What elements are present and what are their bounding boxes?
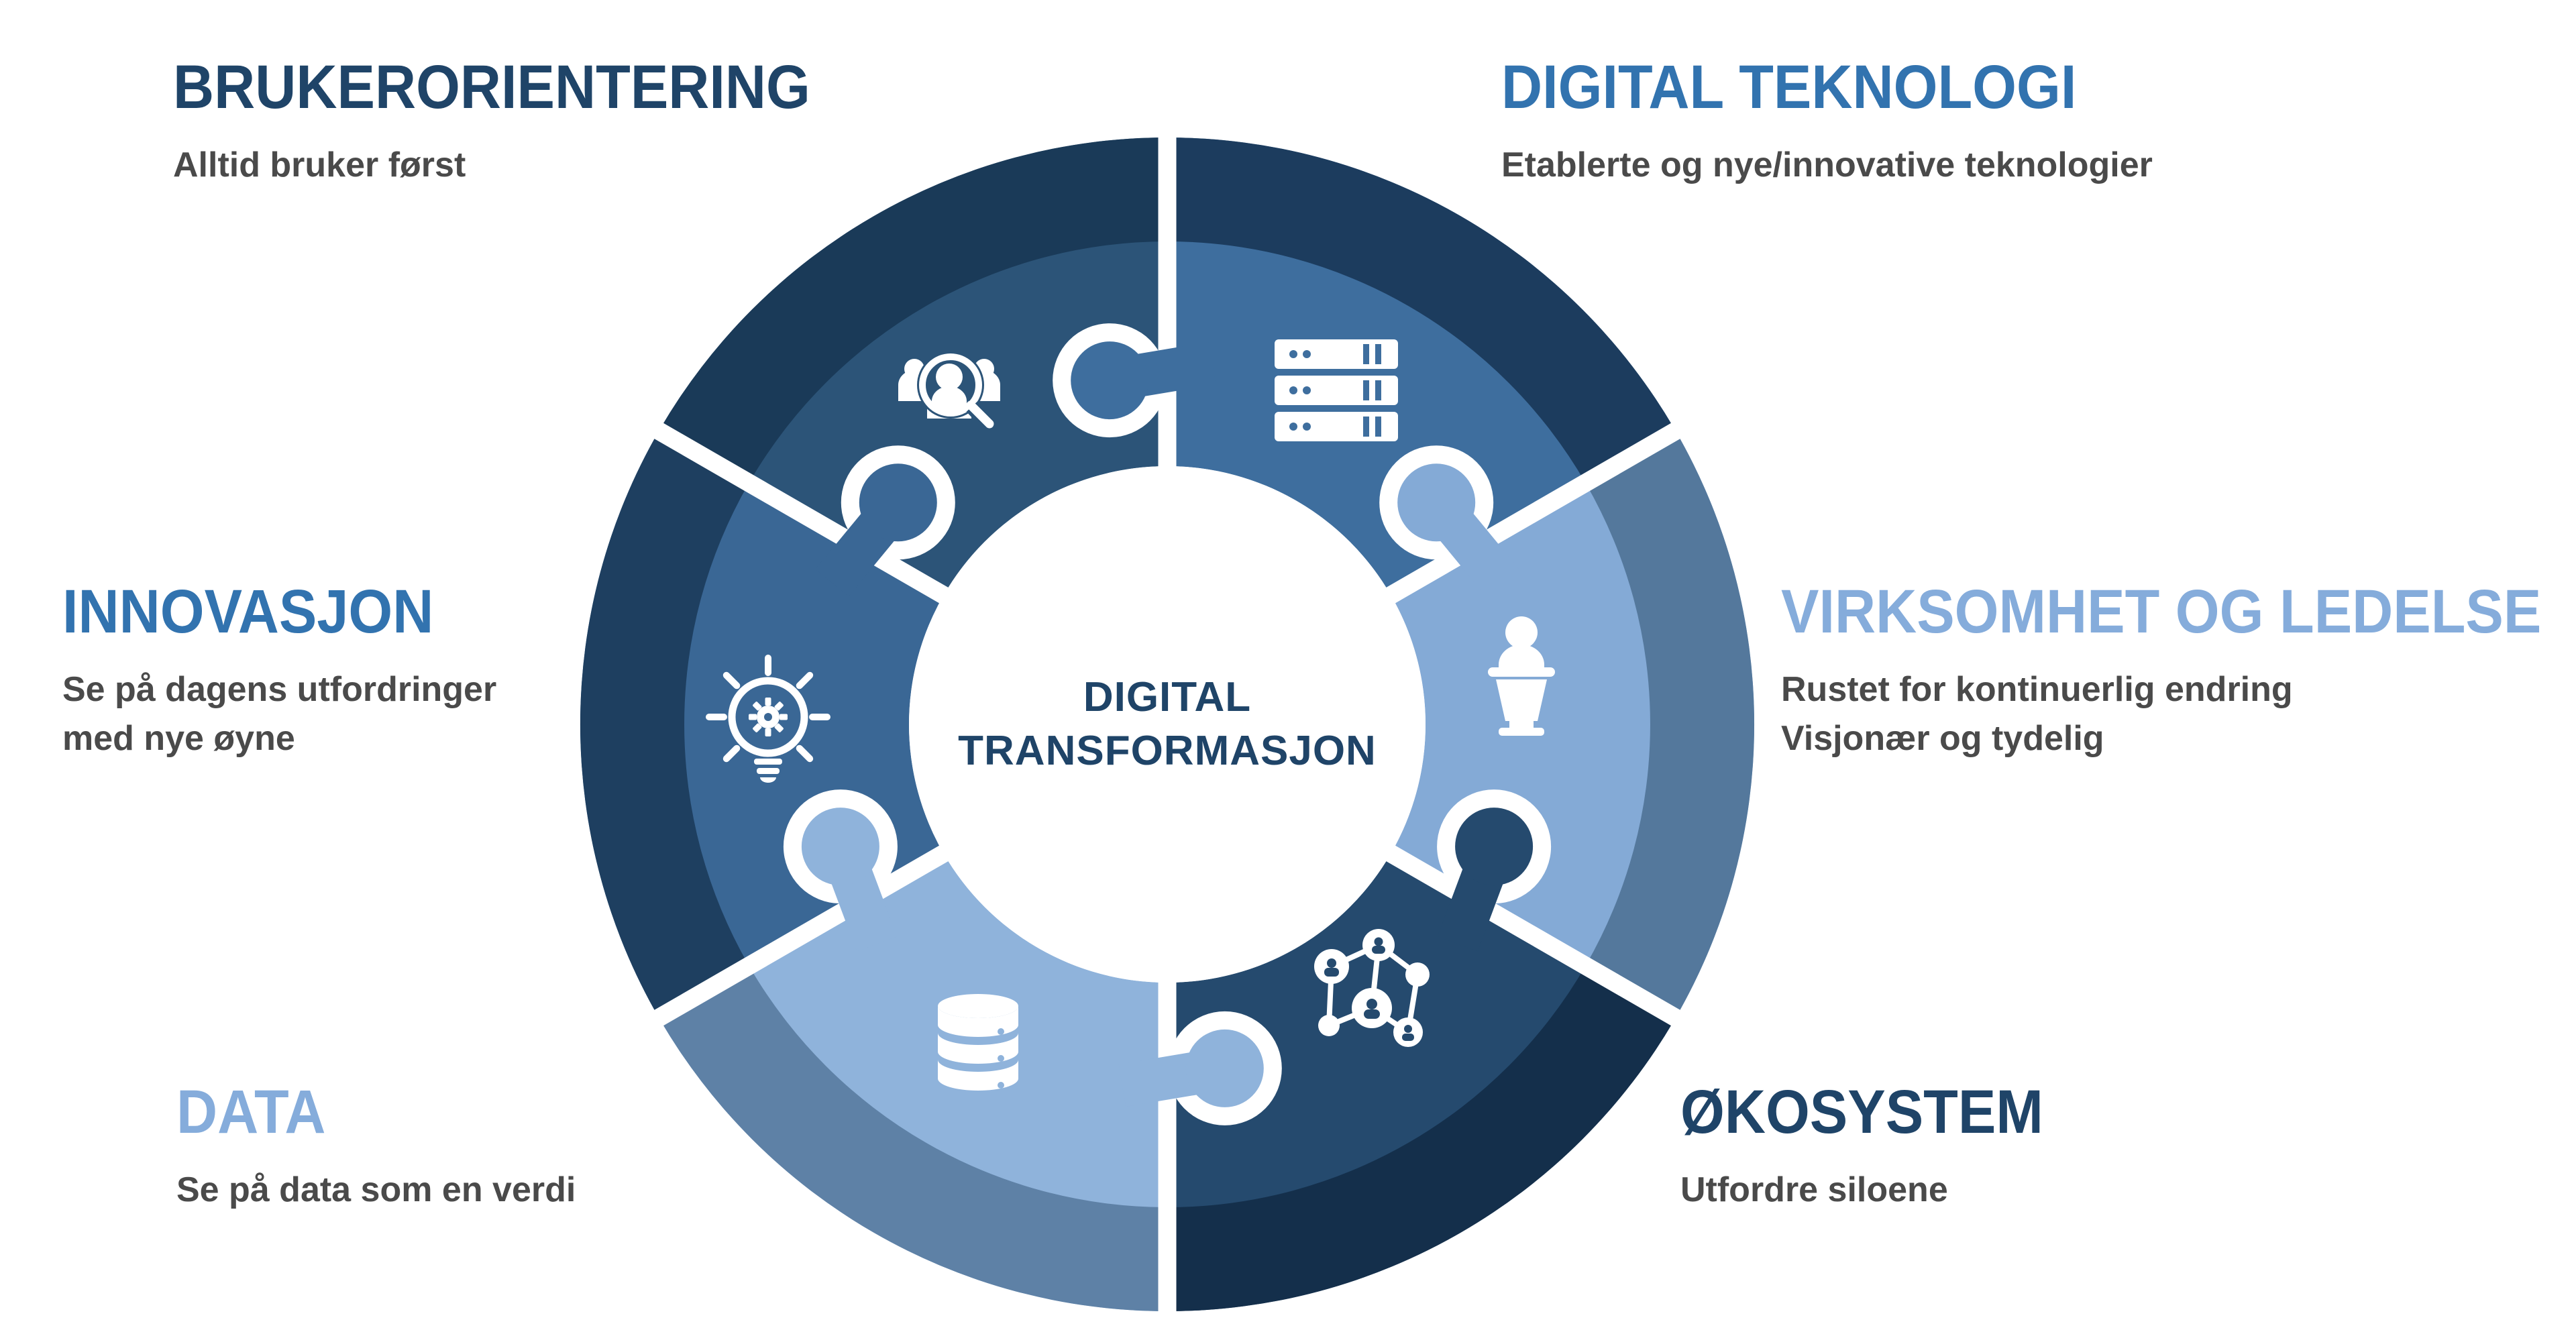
puzzle-knob-upper-right bbox=[1379, 445, 1519, 597]
rim-virksomhet-og-ledelse bbox=[1585, 431, 1755, 1018]
rim-innovasjon bbox=[580, 431, 749, 1018]
database-icon bbox=[938, 994, 1018, 1091]
segment-dividers bbox=[643, 124, 1692, 1325]
center-title-line1: DIGITAL bbox=[1083, 674, 1252, 720]
label-virksomhet-og-ledelse-title: VIRKSOMHET OG LEDELSE bbox=[1781, 577, 2542, 646]
label-digital-teknologi-title: DIGITAL TEKNOLOGI bbox=[1501, 53, 2077, 121]
lightbulb-gear-icon bbox=[706, 655, 830, 783]
puzzle-knob-top bbox=[1053, 323, 1216, 438]
label-virksomhet-og-ledelse: VIRKSOMHET OG LEDELSE Rustet for kontinu… bbox=[1781, 581, 2576, 763]
label-innovasjon-subtitle-line1: Se på dagens utfordringer bbox=[62, 670, 497, 709]
rim-brukerorientering bbox=[659, 137, 1167, 483]
label-data: DATA Se på data som en verdi bbox=[176, 1081, 576, 1215]
label-digital-teknologi-subtitle: Etablerte og nye/innovative teknologier bbox=[1501, 146, 2153, 184]
rim-data bbox=[659, 966, 1167, 1311]
center-title-line2: TRANSFORMASJON bbox=[958, 728, 1377, 774]
puzzle-knob-lower-left bbox=[783, 789, 898, 952]
label-okosystem-title: ØKOSYSTEM bbox=[1680, 1078, 2043, 1146]
label-okosystem-subtitle: Utfordre siloene bbox=[1680, 1170, 1948, 1209]
puzzle-knob-bottom bbox=[1118, 1011, 1282, 1125]
label-digital-teknologi: DIGITAL TEKNOLOGI Etablerte og nye/innov… bbox=[1501, 56, 2153, 190]
rim-digital-teknologi bbox=[1167, 137, 1676, 483]
label-brukerorientering: BRUKERORIENTERING Alltid bruker først bbox=[173, 56, 865, 190]
label-virksomhet-subtitle-line1: Rustet for kontinuerlig endring bbox=[1781, 670, 2293, 709]
label-innovasjon-title: INNOVASJON bbox=[62, 577, 434, 646]
label-virksomhet-subtitle-line2: Visjonær og tydelig bbox=[1781, 719, 2104, 758]
puzzle-wheel bbox=[580, 124, 1755, 1325]
people-network-icon bbox=[1314, 929, 1430, 1047]
label-innovasjon-subtitle-line2: med nye øyne bbox=[62, 719, 295, 758]
label-innovasjon: INNOVASJON Se på dagens utfordringer med… bbox=[62, 581, 496, 763]
label-brukerorientering-title: BRUKERORIENTERING bbox=[173, 53, 810, 121]
label-brukerorientering-subtitle: Alltid bruker først bbox=[173, 146, 466, 184]
puzzle-knob-upper-left bbox=[815, 445, 955, 597]
rim-okosystem bbox=[1167, 966, 1676, 1311]
center-circle bbox=[909, 466, 1426, 983]
label-data-title: DATA bbox=[176, 1078, 326, 1146]
label-okosystem: ØKOSYSTEM Utfordre siloene bbox=[1680, 1081, 2075, 1215]
users-search-icon bbox=[898, 351, 1000, 433]
center-title: DIGITAL TRANSFORMASJON bbox=[865, 671, 1469, 778]
server-stack-icon bbox=[1275, 339, 1398, 441]
speaker-podium-icon bbox=[1488, 616, 1555, 736]
puzzle-knob-lower-right bbox=[1437, 789, 1552, 952]
label-data-subtitle: Se på data som en verdi bbox=[176, 1170, 576, 1209]
